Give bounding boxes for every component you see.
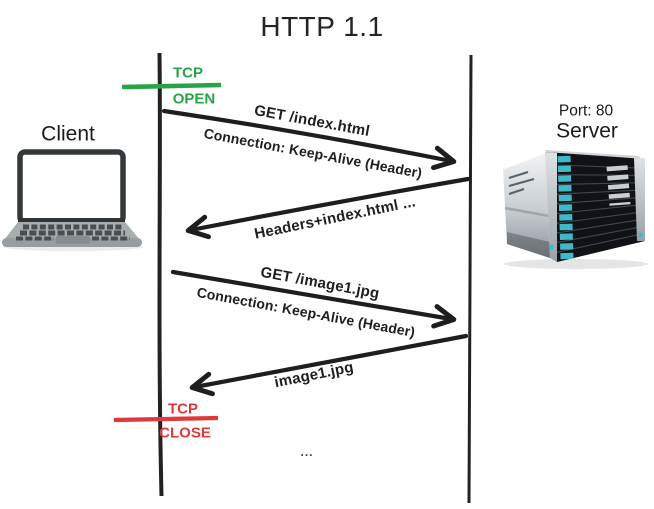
server-label: Server bbox=[556, 119, 618, 143]
server-drive-labels bbox=[606, 165, 631, 206]
tcp-open-label-bottom: OPEN bbox=[172, 90, 216, 108]
server-rack-icon bbox=[502, 150, 648, 269]
server-side-vent3 bbox=[508, 188, 525, 195]
arrow-get-image bbox=[170, 269, 457, 329]
client-lifeline bbox=[157, 52, 164, 497]
laptop-trackpad bbox=[56, 236, 90, 244]
arrow-response-index bbox=[185, 176, 471, 240]
tcp-close-label-top: TCP bbox=[168, 400, 198, 418]
server-top-edge-highlight bbox=[502, 151, 546, 170]
server-side-vent2 bbox=[508, 178, 535, 187]
server-right-rail bbox=[634, 158, 645, 241]
server-shadow bbox=[504, 259, 648, 269]
server-side-lower-shade bbox=[507, 232, 550, 258]
client-label: Client bbox=[41, 122, 95, 146]
server-led-left bbox=[548, 244, 555, 250]
continuation-ellipsis: ... bbox=[300, 445, 314, 459]
server-led-right bbox=[638, 232, 643, 238]
diagram-title: HTTP 1.1 bbox=[260, 11, 384, 42]
server-front-rail bbox=[545, 152, 557, 262]
tcp-open-label-top: TCP bbox=[173, 64, 203, 82]
server-drive-tabs bbox=[557, 155, 574, 260]
server-side-vent1 bbox=[508, 171, 529, 179]
server-port-label: Port: 80 bbox=[558, 102, 614, 120]
server-side-panel bbox=[503, 153, 550, 258]
server-lifeline bbox=[467, 54, 473, 504]
tcp-close-line bbox=[113, 415, 219, 423]
tcp-close-label-bottom: CLOSE bbox=[159, 424, 211, 442]
tcp-open-line bbox=[121, 82, 222, 90]
arrow-response-image bbox=[189, 333, 469, 397]
laptop-screen bbox=[17, 149, 126, 225]
arrow-get-index bbox=[161, 108, 457, 171]
laptop-hinge bbox=[18, 218, 125, 224]
server-side-groove bbox=[504, 206, 550, 218]
laptop-icon bbox=[2, 149, 143, 251]
